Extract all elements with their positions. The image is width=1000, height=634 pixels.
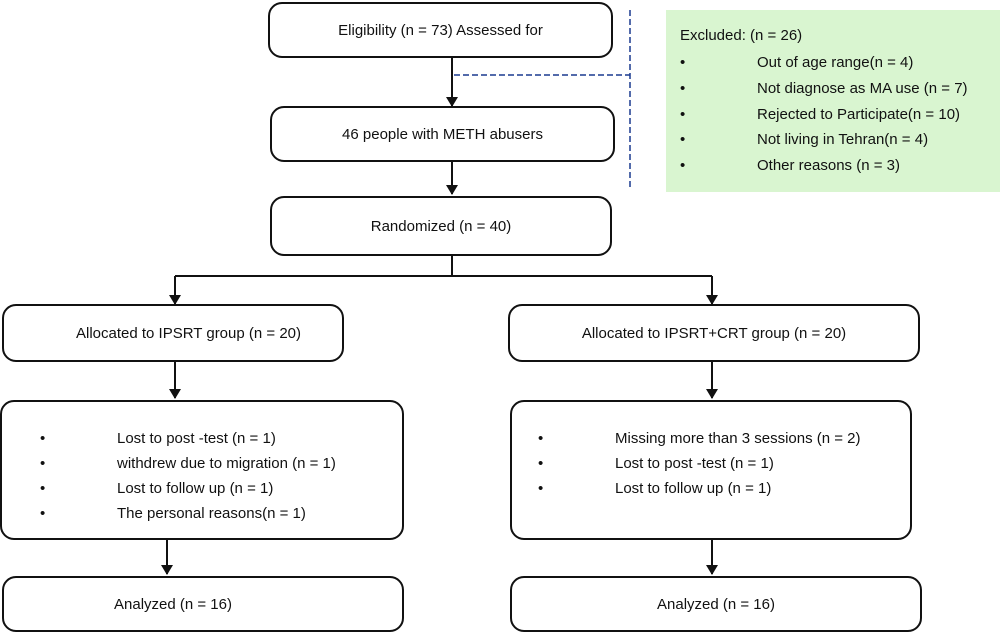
left-analyzed-box: Analyzed (n = 16) [2,576,404,632]
eligibility-label: Eligibility (n = 73) Assessed for [338,21,543,39]
right-allocated-box: Allocated to IPSRT+CRT group (n = 20) [508,304,920,362]
bullet-icon: • [680,131,686,148]
randomized-label: Randomized (n = 40) [370,217,512,235]
right-analyzed-box: Analyzed (n = 16) [510,576,922,632]
left-losses-box: • Lost to post -test (n = 1) • withdrew … [0,400,404,540]
bullet-icon: • [40,455,46,472]
bullet-icon: • [680,54,686,71]
bullet-icon: • [538,455,544,472]
randomized-box: Randomized (n = 40) [270,196,612,256]
bullet-icon: • [40,480,46,497]
right-analyzed-label: Analyzed (n = 16) [657,595,775,613]
bullet-icon: • [680,80,686,97]
left-allocated-label: Allocated to IPSRT group (n = 20) [76,324,301,342]
bullet-icon: • [538,480,544,497]
bullet-icon: • [538,430,544,447]
excluded-panel: Excluded: (n = 26) • Out of age range(n … [666,10,1000,192]
meth-box: 46 people with METH abusers [270,106,615,162]
left-analyzed-label: Analyzed (n = 16) [114,595,232,613]
left-allocated-box: Allocated to IPSRT group (n = 20) [2,304,344,362]
bullet-icon: • [680,157,686,174]
right-allocated-label: Allocated to IPSRT+CRT group (n = 20) [581,324,847,342]
meth-label: 46 people with METH abusers [342,125,543,143]
bullet-icon: • [40,430,46,447]
bullet-icon: • [40,505,46,522]
bullet-icon: • [680,106,686,123]
eligibility-box: Eligibility (n = 73) Assessed for [268,2,613,58]
right-losses-box: • Missing more than 3 sessions (n = 2) •… [510,400,912,540]
excluded-title: Excluded: (n = 26) [680,27,803,44]
